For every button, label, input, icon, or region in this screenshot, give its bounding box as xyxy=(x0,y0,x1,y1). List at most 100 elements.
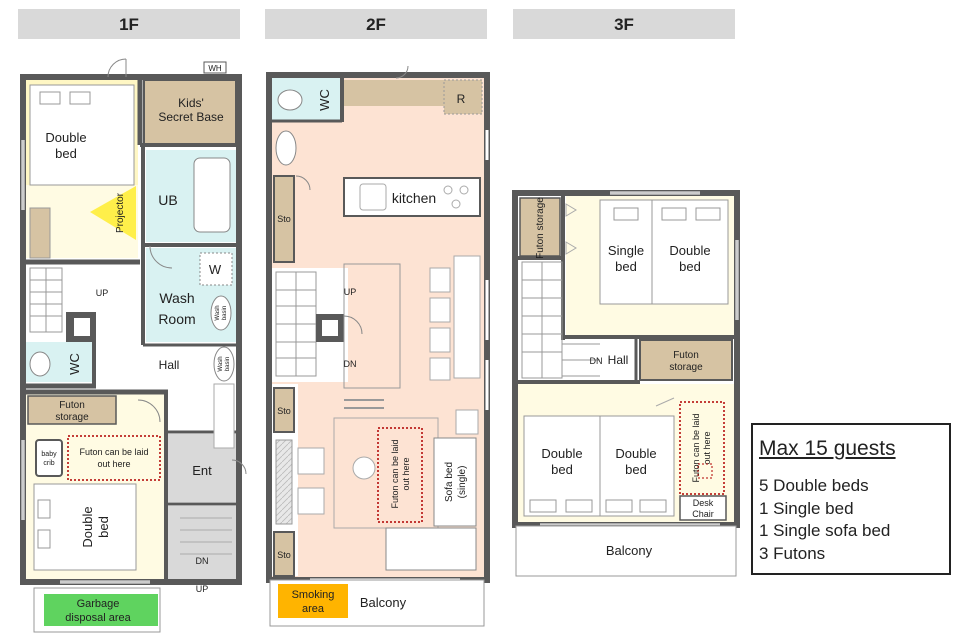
2f-refrigerator-label: R xyxy=(457,92,466,106)
3f-double-bed-b xyxy=(599,415,675,517)
1f-hall-label: Hall xyxy=(159,358,180,372)
1f-wash-basin-room-label-1: Wash xyxy=(215,305,221,320)
1f-double-bed-bottom xyxy=(33,483,137,571)
2f-smoking-area xyxy=(278,584,348,618)
1f-futon-area-label-2: out here xyxy=(97,459,130,469)
1f-baby-crib-label-1: baby xyxy=(41,451,57,458)
2f-shelf xyxy=(275,439,293,525)
1f-double-bed-bottom-label-2: bed xyxy=(96,516,111,538)
3f-futon-area-label-1: Futon can be laid xyxy=(691,413,701,482)
1f-garbage-label-1: Garbage xyxy=(77,598,120,610)
2f-top-cabinet xyxy=(344,80,444,106)
3f-futon-area-label-2: out here xyxy=(702,431,712,464)
3f-double-bed-a-label-1: Double xyxy=(541,446,582,461)
floor-1f: WH Double bed Projector Kids' Secret Bas… xyxy=(20,58,247,633)
2f-toilet xyxy=(277,89,303,111)
3f-double-bed-b-label-1: Double xyxy=(615,446,656,461)
1f-futon-storage-label-1: Futon xyxy=(59,400,85,411)
2f-sofa xyxy=(385,527,477,571)
2f-balcony-label: Balcony xyxy=(360,595,407,610)
3f-dn-label: DN xyxy=(590,356,603,366)
1f-projector-beam xyxy=(90,186,136,240)
1f-futon-area-label-1: Futon can be laid xyxy=(79,447,148,457)
1f-toilet xyxy=(29,351,51,377)
1f-wash-basin-hall-label-2: basin xyxy=(225,357,231,371)
2f-up-label: UP xyxy=(344,287,357,297)
1f-washer-label: W xyxy=(209,262,222,277)
1f-wash-basin-hall xyxy=(213,346,235,382)
3f-balcony-label: Balcony xyxy=(606,543,653,558)
2f-storage-bottom-label: Sto xyxy=(277,550,291,560)
1f-garbage-label-2: disposal area xyxy=(65,612,131,624)
1f-ub-label: UB xyxy=(158,192,177,208)
2f-sofa-label-1: Sofa bed xyxy=(444,462,455,502)
legend-line-double-beds: 5 Double beds xyxy=(759,476,869,495)
2f-storage-bottom xyxy=(273,531,295,577)
guest-capacity-legend: Max 15 guests 5 Double beds 1 Single bed… xyxy=(751,423,951,575)
2f-sofa-bed xyxy=(433,437,477,527)
1f-garbage-outline xyxy=(33,587,161,633)
3f-futon-area xyxy=(679,401,725,495)
2f-stairs xyxy=(275,271,317,377)
2f-futon-area xyxy=(377,427,423,523)
legend-title: Max 15 guests xyxy=(759,437,896,460)
3f-desk-label-1: Desk xyxy=(693,498,714,508)
legend-line-sofa-bed: 1 Single sofa bed xyxy=(759,521,891,540)
2f-wash-basin xyxy=(275,130,297,166)
floor-headers: 1F 2F 3F xyxy=(18,9,735,39)
2f-sofa-label-2: (single) xyxy=(457,466,468,499)
3f-desk xyxy=(679,495,727,521)
1f-baby-crib xyxy=(35,439,63,477)
3f-futon-storage-left-label: Futon storage xyxy=(535,197,546,259)
3f-double-bed-b-label-2: bed xyxy=(625,462,647,477)
floor-2f: R WC Sto kitchen xyxy=(266,65,490,627)
1f-dn-label: DN xyxy=(196,556,209,566)
1f-double-bed-top-label-2: bed xyxy=(55,146,77,161)
2f-futon-area-label-2: out here xyxy=(401,457,411,490)
1f-stair-down xyxy=(168,506,236,580)
1f-wash-basin-hall-label-1: Wash xyxy=(218,356,224,371)
2f-kitchen-label: kitchen xyxy=(392,190,436,206)
1f-projector-label: Projector xyxy=(115,192,126,233)
3f-balcony xyxy=(515,525,737,577)
1f-wash-room-label-2: Room xyxy=(158,311,195,327)
1f-kids-label-1: Kids' xyxy=(178,96,204,110)
header-1f: 1F xyxy=(119,15,139,34)
2f-smoking-label-1: Smoking xyxy=(292,589,335,601)
1f-stairs xyxy=(29,267,63,333)
1f-up-label: UP xyxy=(96,288,109,298)
2f-refrigerator xyxy=(443,79,483,115)
2f-dining-table xyxy=(453,255,481,379)
2f-dn-label: DN xyxy=(344,359,357,369)
3f-single-bed-label-1: Single xyxy=(608,243,644,258)
1f-garbage-area xyxy=(44,594,158,626)
1f-baby-crib-label-2: crib xyxy=(43,460,54,467)
header-1f-bar xyxy=(18,9,240,39)
1f-wash-basin-room xyxy=(210,295,232,331)
legend-line-single-bed: 1 Single bed xyxy=(759,498,854,518)
2f-storage-top xyxy=(273,175,295,263)
2f-coffee-table xyxy=(352,456,376,480)
1f-kids-label-2: Secret Base xyxy=(158,110,224,124)
1f-futon-area xyxy=(67,435,161,481)
1f-up-outside-label: UP xyxy=(196,584,209,594)
legend-line-futons: 3 Futons xyxy=(759,543,826,563)
2f-storage-middle-label: Sto xyxy=(277,406,291,416)
1f-wh-label: WH xyxy=(208,64,222,73)
header-3f: 3F xyxy=(614,15,634,34)
3f-futon-storage-left xyxy=(519,197,561,257)
floor-3f: Futon storage DN Hall Single bed Double … xyxy=(512,190,740,577)
1f-water-heater xyxy=(203,61,227,74)
header-3f-bar xyxy=(513,9,735,39)
1f-futon-storage-label-2: storage xyxy=(55,412,89,423)
1f-kids-base xyxy=(143,79,237,145)
3f-desk-label-2: Chair xyxy=(692,509,714,519)
2f-storage-middle xyxy=(273,387,295,433)
1f-double-bed-top-label-1: Double xyxy=(45,130,86,145)
3f-futon-storage-mid-label-1: Futon xyxy=(673,350,699,361)
3f-double-bed-a-label-2: bed xyxy=(551,462,573,477)
header-2f: 2F xyxy=(366,15,386,34)
3f-futon-storage-mid xyxy=(639,339,733,381)
3f-hall-label: Hall xyxy=(608,353,629,367)
